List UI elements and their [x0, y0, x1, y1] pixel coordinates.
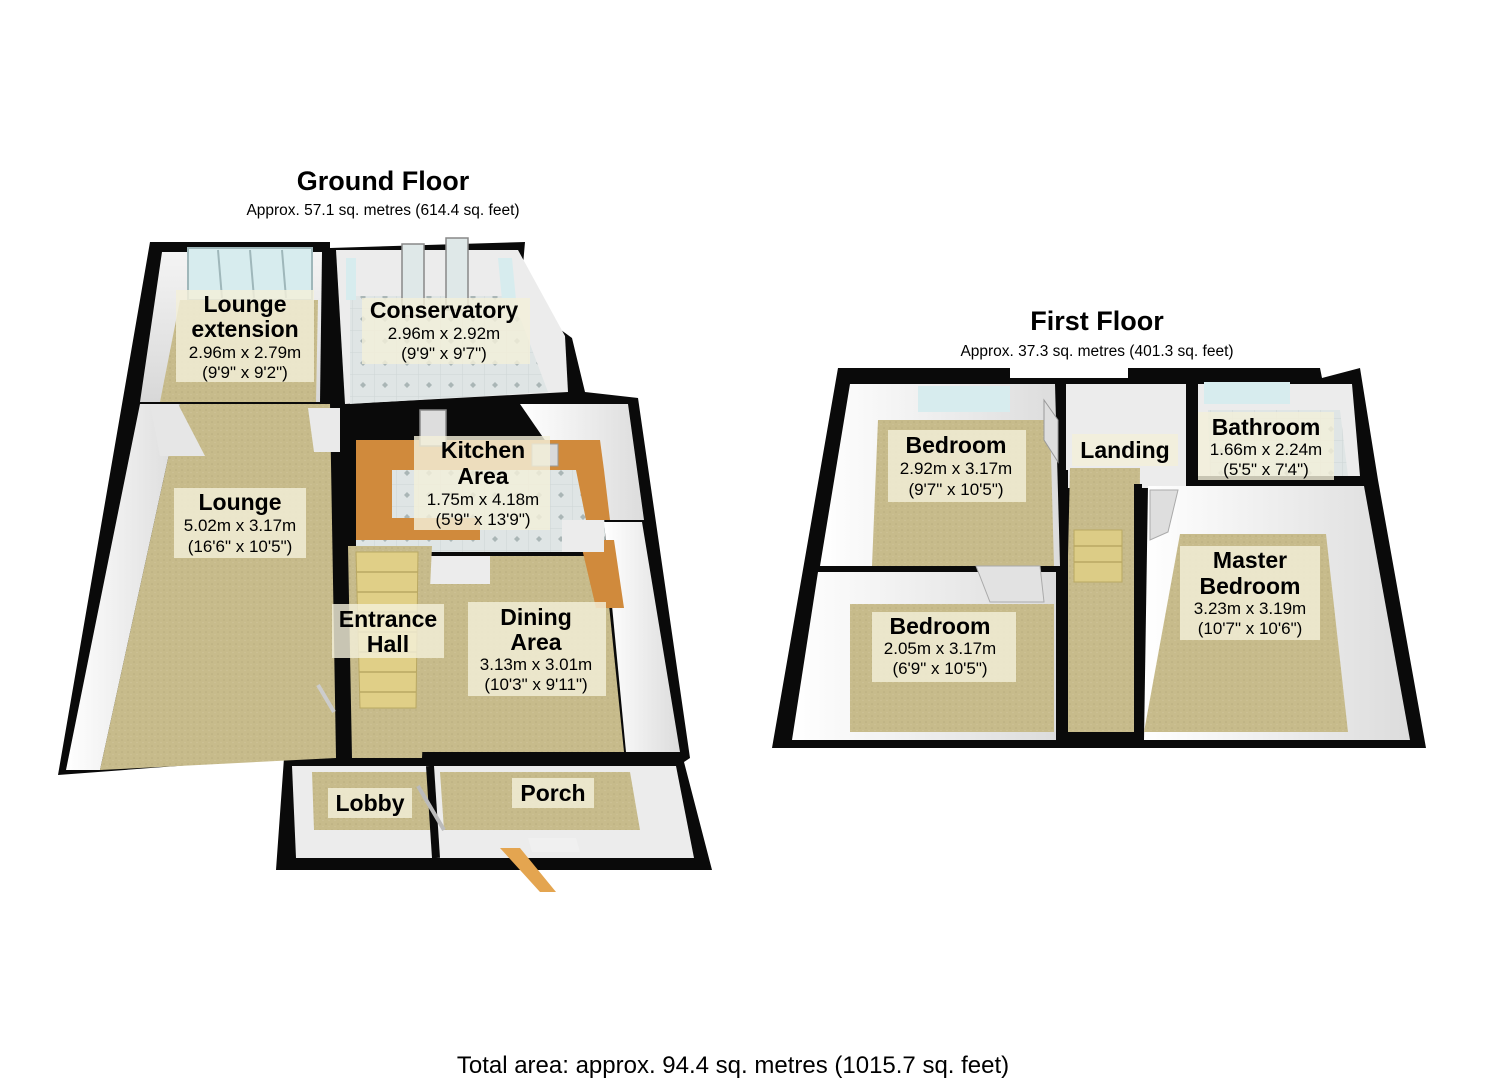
total-area: Total area: approx. 94.4 sq. metres (101…	[457, 1052, 1009, 1079]
first-floor-area: Approx. 37.3 sq. metres (401.3 sq. feet)	[960, 343, 1233, 360]
front-door	[500, 848, 556, 892]
ground-floor-labels: Ground Floor Approx. 57.1 sq. metres (61…	[174, 166, 606, 818]
kitchen-metric: 1.75m x 4.18m	[427, 490, 539, 509]
lounge-extension-name-2: extension	[191, 316, 298, 342]
lounge-metric: 5.02m x 3.17m	[184, 516, 296, 535]
bedroom-2-name: Bedroom	[890, 613, 991, 639]
lounge-top-wall	[150, 404, 205, 456]
entrance-hall-name-1: Entrance	[339, 606, 437, 632]
dining-metric: 3.13m x 3.01m	[480, 655, 592, 674]
lounge-left-wall	[66, 404, 180, 770]
master-bedroom-imperial: (10'7" x 10'6")	[1198, 619, 1303, 638]
first-floor-labels: First Floor Approx. 37.3 sq. metres (401…	[872, 306, 1334, 682]
bedroom-1-metric: 2.92m x 3.17m	[900, 459, 1012, 478]
kitchen-name-1: Kitchen	[441, 437, 525, 463]
porch-name: Porch	[520, 780, 585, 806]
dining-name-2: Area	[510, 629, 561, 655]
ground-floor-plan	[58, 237, 712, 892]
bathroom-metric: 1.66m x 2.24m	[1210, 440, 1322, 459]
bedroom-2-imperial: (6'9" x 10'5")	[892, 659, 987, 678]
entrance-hall-name-2: Hall	[367, 631, 409, 657]
bedroom-1-window	[918, 386, 1010, 412]
kitchen-imperial: (5'9" x 13'9")	[435, 510, 530, 529]
conservatory-imperial: (9'9" x 9'7")	[401, 344, 487, 363]
kitchen-worktop-right	[576, 470, 610, 520]
kitchen-worktop-left	[356, 440, 392, 518]
landing-name: Landing	[1080, 437, 1169, 463]
kitchen-name-2: Area	[457, 463, 508, 489]
dining-name-1: Dining	[500, 604, 572, 630]
ground-floor-title: Ground Floor	[297, 166, 470, 196]
bathroom-imperial: (5'5" x 7'4")	[1223, 460, 1309, 479]
bedroom-2-metric: 2.05m x 3.17m	[884, 639, 996, 658]
lounge-column	[308, 408, 340, 452]
landing-floor	[1064, 468, 1140, 732]
dining-right-wall	[604, 522, 680, 752]
lounge-extension-imperial: (9'9" x 9'2")	[202, 363, 288, 382]
conservatory-name: Conservatory	[370, 297, 518, 323]
dining-imperial: (10'3" x 9'11")	[484, 675, 587, 694]
dining-top-wall	[430, 556, 490, 584]
bathroom-window	[1204, 382, 1290, 404]
landing-stair-rail	[1073, 529, 1123, 583]
lobby-name: Lobby	[336, 790, 405, 816]
lounge-extension-metric: 2.96m x 2.79m	[189, 343, 301, 362]
bathroom-name: Bathroom	[1212, 414, 1321, 440]
master-bedroom-metric: 3.23m x 3.19m	[1194, 599, 1306, 618]
lounge-extension-name-1: Lounge	[203, 291, 286, 317]
conservatory-metric: 2.96m x 2.92m	[388, 324, 500, 343]
bedroom-1-name: Bedroom	[906, 432, 1007, 458]
ground-floor-area: Approx. 57.1 sq. metres (614.4 sq. feet)	[246, 202, 519, 219]
dining-unit	[580, 540, 624, 608]
first-floor-title: First Floor	[1030, 306, 1164, 336]
master-bedroom-name-1: Master	[1213, 547, 1287, 573]
lounge-name: Lounge	[198, 489, 281, 515]
master-bedroom-name-2: Bedroom	[1200, 573, 1301, 599]
lounge-imperial: (16'6" x 10'5")	[188, 537, 293, 556]
bedroom-1-imperial: (9'7" x 10'5")	[908, 480, 1003, 499]
